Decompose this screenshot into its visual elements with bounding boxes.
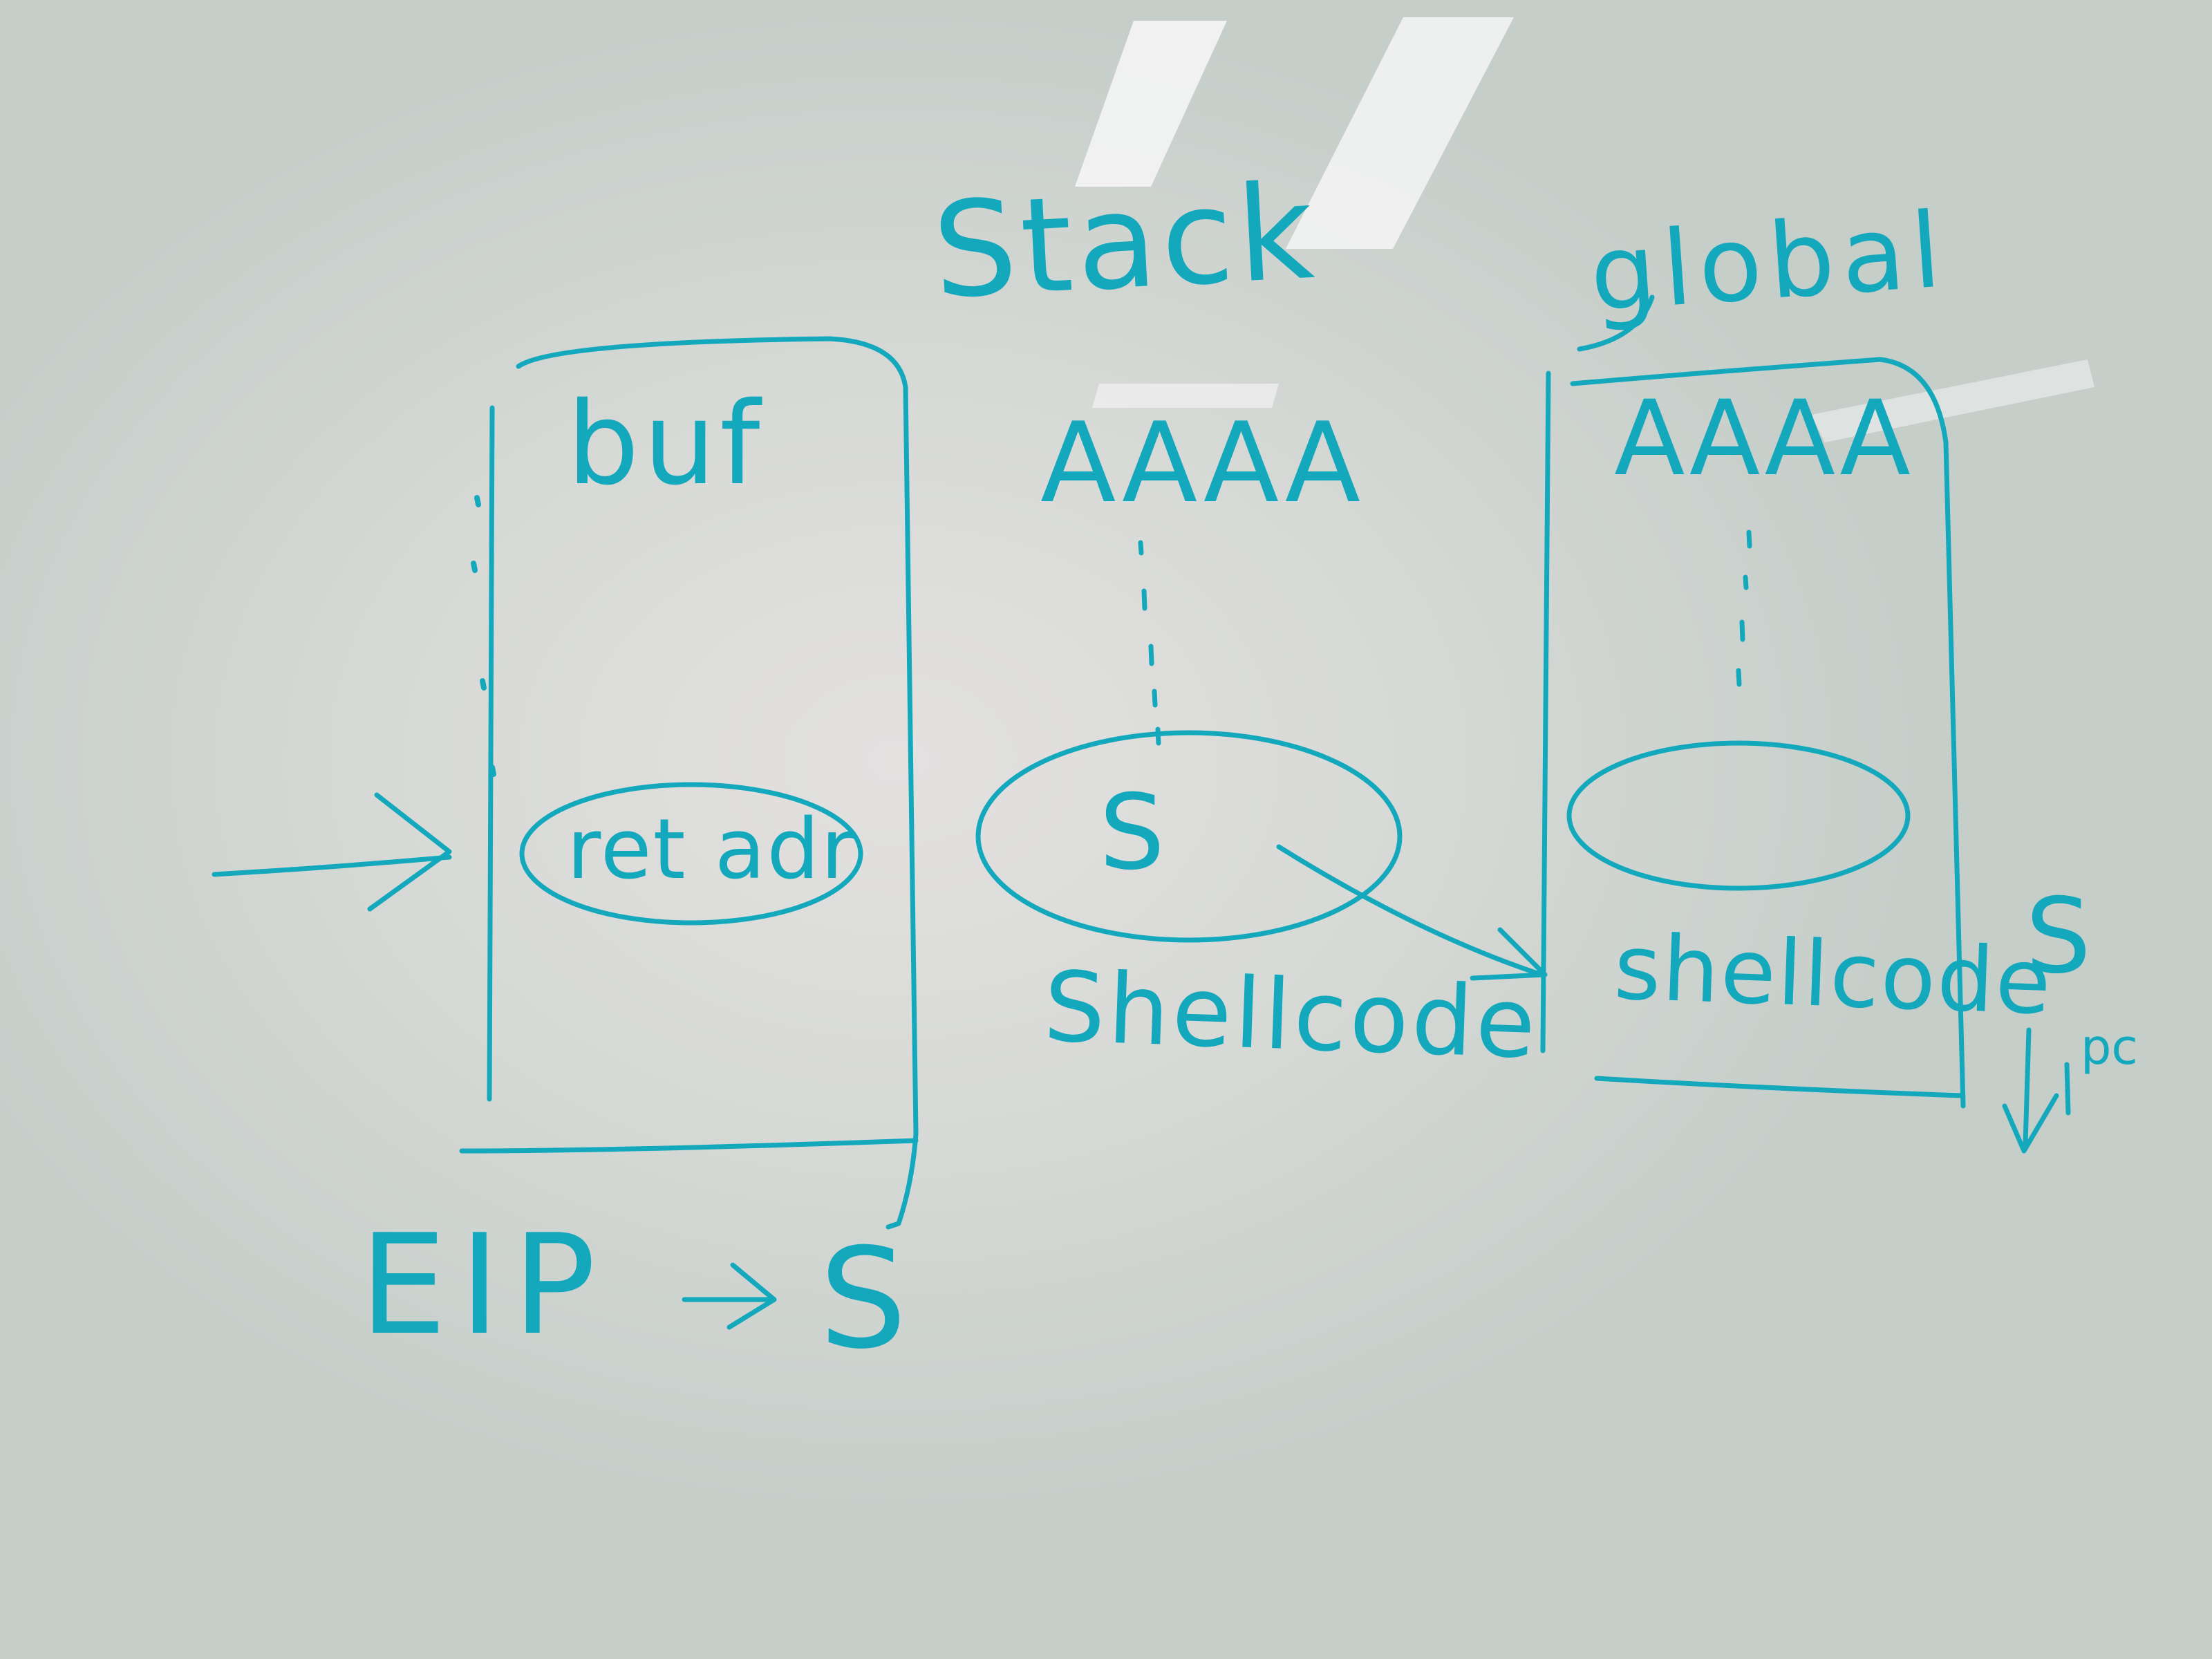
eip-arrow-icon — [682, 1262, 777, 1330]
stack-s-ellipse — [975, 730, 1403, 943]
global-region-box — [1540, 371, 1551, 1053]
global-s-label: S — [2025, 877, 2092, 997]
light-reflection — [1075, 17, 2094, 442]
eip-target-s-label: S — [819, 1219, 907, 1380]
pc-label: pc — [2081, 1019, 2138, 1076]
ret-arrow-icon — [212, 792, 452, 912]
pc-arrow-icon — [2002, 1027, 2071, 1154]
buf-label: buf — [567, 377, 765, 510]
ret-adr-ellipse — [519, 782, 863, 926]
global-aaaa-label: AAAA — [1614, 379, 1912, 499]
stack-label: Stack — [929, 155, 1322, 328]
stack-frame-bottom-edge — [459, 1138, 919, 1154]
global-shellcode-label: shellcode — [1612, 914, 2054, 1035]
stack-frame-dots — [471, 495, 496, 777]
stack-payload-dots — [1138, 540, 1161, 746]
stack-frame-left-edge — [487, 405, 495, 1102]
global-label-underline — [1577, 294, 1655, 352]
global-empty-ellipse — [1566, 740, 1911, 891]
stack-s-label: S — [1099, 773, 1165, 893]
stack-shellcode-label: Shellcode — [1042, 950, 1540, 1081]
eip-label: EIP — [359, 1205, 608, 1366]
global-region-top — [1570, 357, 1966, 1109]
global-region-bottom — [1594, 1076, 1966, 1098]
global-label: global — [1586, 190, 1951, 335]
s-to-global-arrow-icon — [1276, 844, 1548, 981]
global-payload-dots — [1736, 529, 1752, 687]
ret-adr-label: ret adr — [567, 802, 856, 898]
stack-aaaa-label: AAAA — [1040, 398, 1364, 527]
stack-frame-box — [516, 336, 919, 1230]
